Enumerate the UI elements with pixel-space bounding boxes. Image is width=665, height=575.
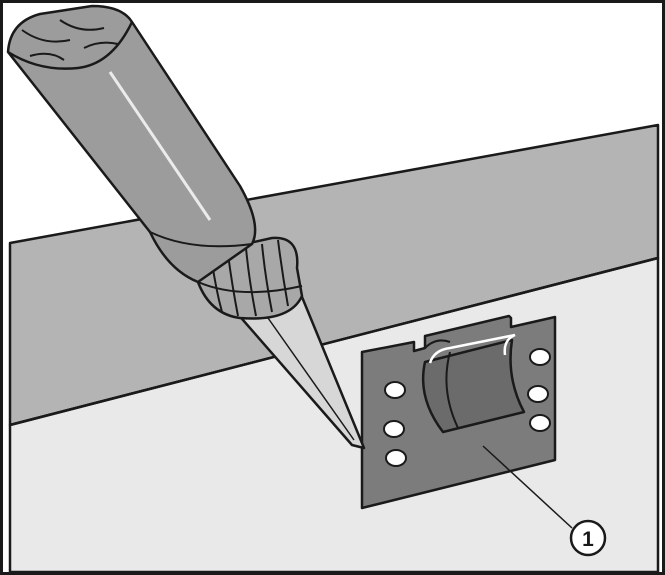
hinge-highlight xyxy=(428,333,516,364)
mounting-hole xyxy=(384,381,406,399)
mounting-hole xyxy=(383,420,405,438)
callout-circle xyxy=(569,519,607,557)
hinge-bracket xyxy=(360,314,557,510)
mounting-hole xyxy=(385,449,407,467)
hinge-edge xyxy=(445,351,459,429)
mounting-hole xyxy=(529,414,551,432)
hinge-slot xyxy=(424,339,451,349)
callout-leader xyxy=(482,445,573,529)
tube-highlight xyxy=(108,71,212,221)
tube-crimp-wrinkles xyxy=(21,19,119,61)
callout-1: 1 xyxy=(482,445,607,557)
callout-number: 1 xyxy=(582,528,594,551)
tube-shoulder xyxy=(149,231,253,248)
cap-ribs xyxy=(197,239,303,317)
mounting-hole xyxy=(529,348,551,366)
tube-body xyxy=(6,4,257,284)
panel-front-edge xyxy=(9,256,659,427)
nozzle-shade xyxy=(267,317,355,441)
mounting-hole xyxy=(527,385,549,403)
glue-tube xyxy=(6,4,366,450)
tube-crimp xyxy=(7,21,134,70)
